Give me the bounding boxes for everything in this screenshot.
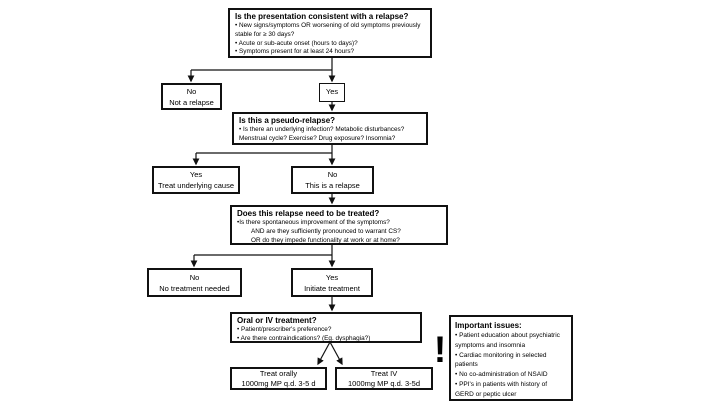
decision-bullet: • Symptoms present for at least 24 hours… <box>235 48 355 56</box>
answer-label: No <box>186 86 197 96</box>
exclamation-icon: ! <box>433 329 447 370</box>
important-issue-item: • No co-administration of NSAID <box>455 371 548 379</box>
answer-label: Yes <box>325 87 339 96</box>
answer-label: Yes <box>189 170 203 179</box>
decision-bullet: • New signs/symptoms OR worsening of old… <box>235 22 421 38</box>
box-treat-underlying-cause: Yes Treat underlying cause <box>152 166 240 194</box>
action-label: Not a relapse <box>169 97 214 107</box>
decision-bullet: •Is there spontaneous improvement of the… <box>237 219 390 226</box>
box-no-treatment-needed: No No treatment needed <box>147 268 242 297</box>
decision-title: Is the presentation consistent with a re… <box>235 12 409 21</box>
decision-title: Does this relapse need to be treated? <box>237 209 380 218</box>
treatment-label: Treat orally <box>259 368 298 378</box>
decision-bullet: AND are they sufficiently pronounced to … <box>251 227 401 235</box>
decision-box-oral-or-iv: Oral or IV treatment? • Patient/prescrib… <box>230 312 422 343</box>
decision-box-pseudo-relapse: Is this a pseudo-relapse? • Is there an … <box>232 112 428 145</box>
treatment-dose: 1000mg MP q.d. 3-5 d <box>241 378 316 388</box>
important-issue-item: • Patient education about psychiatric sy… <box>455 332 560 349</box>
answer-label: Yes <box>325 272 339 282</box>
action-label: Initiate treatment <box>304 283 360 293</box>
box-treat-iv: Treat IV 1000mg MP q.d. 3-5d <box>335 367 433 390</box>
important-issue-item: • Cardiac monitoring in selected patient… <box>455 351 547 369</box>
important-issues-box: Important issues: • Patient education ab… <box>449 315 573 401</box>
answer-label: No <box>327 170 338 179</box>
important-issue-item: • PPI's in patients with history of GERD… <box>455 380 548 398</box>
treatment-label: Treat IV <box>370 368 398 378</box>
decision-box-need-treatment: Does this relapse need to be treated? •I… <box>230 205 448 245</box>
answer-label: No <box>189 272 200 282</box>
decision-bullet: • Patient/prescriber's preference? <box>237 326 332 333</box>
box-not-a-relapse: No Not a relapse <box>161 83 222 110</box>
decision-bullet: OR do they impede functionality at work … <box>251 236 400 244</box>
important-issues-title: Important issues: <box>455 321 522 330</box>
decision-box-presentation-relapse: Is the presentation consistent with a re… <box>228 8 432 58</box>
action-label: Treat underlying cause <box>157 181 234 190</box>
action-label: This is a relapse <box>305 181 360 190</box>
decision-bullet: • Acute or sub-acute onset (hours to day… <box>235 39 358 47</box>
decision-bullet: • Is there an underlying infection? Meta… <box>239 126 405 142</box>
action-label: No treatment needed <box>159 283 230 293</box>
box-initiate-treatment: Yes Initiate treatment <box>291 268 373 297</box>
box-this-is-a-relapse: No This is a relapse <box>291 166 374 194</box>
decision-bullet: • Are there contraindications? (Eg. dysp… <box>237 334 371 342</box>
decision-title: Oral or IV treatment? <box>237 316 317 325</box>
box-treat-orally: Treat orally 1000mg MP q.d. 3-5 d <box>230 367 327 390</box>
decision-title: Is this a pseudo-relapse? <box>239 116 336 125</box>
box-yes-relapse: Yes <box>319 83 345 102</box>
treatment-dose: 1000mg MP q.d. 3-5d <box>348 378 420 388</box>
